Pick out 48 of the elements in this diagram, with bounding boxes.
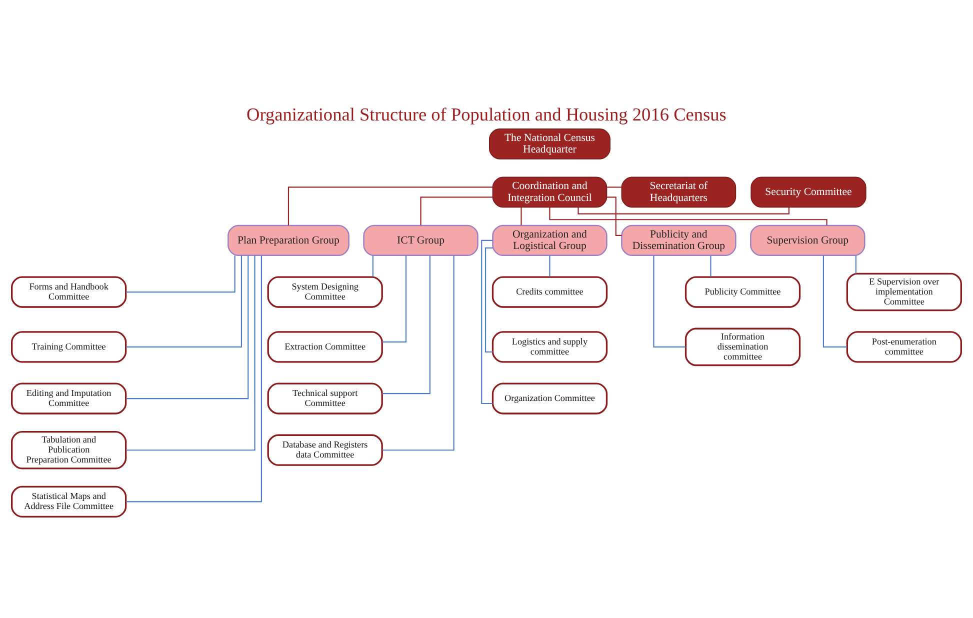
- node-box: Credits committee: [492, 276, 608, 308]
- connector: [484, 246, 493, 352]
- connector: [710, 255, 712, 276]
- connector: [382, 255, 454, 450]
- connector: [288, 186, 493, 225]
- connector: [126, 255, 256, 450]
- node-box: Secretariat of Headquarters: [621, 176, 736, 208]
- node-box: Logistics and supply committee: [492, 330, 608, 362]
- node-box: Plan Preparation Group: [228, 224, 350, 256]
- connector: [607, 186, 622, 188]
- node-box: Statistical Maps and Address File Committee: [11, 485, 127, 517]
- connector: [653, 254, 686, 347]
- node-box: ICT Group: [363, 224, 478, 256]
- node-box: Organization Committee: [492, 382, 608, 414]
- connector: [126, 255, 262, 502]
- connector: [822, 254, 848, 347]
- node-box: Editing and Imputation Committee: [11, 382, 127, 414]
- connector: [126, 255, 236, 292]
- node-box: E Supervision over implementation Committee: [846, 272, 962, 311]
- node-box: System Designing Committee: [267, 276, 383, 308]
- connector: [382, 254, 407, 342]
- node-box: The National Census Headquarter: [489, 128, 610, 159]
- node-box: Publicity and Dissemination Group: [621, 224, 736, 256]
- connector: [382, 255, 430, 394]
- connector: [481, 239, 493, 404]
- connector: [520, 206, 522, 225]
- connector: [606, 196, 622, 236]
- node-box: Forms and Handbook Committee: [11, 276, 127, 308]
- node-box: Organization and Logistical Group: [492, 224, 608, 256]
- connector: [126, 254, 242, 347]
- node-box: Post-enumeration committee: [846, 330, 962, 362]
- connector: [372, 255, 374, 276]
- diagram-title: Organizational Structure of Population and Housing 2016 Census: [246, 104, 726, 124]
- connector: [578, 206, 790, 214]
- node-box: Tabulation and Publication Preparation Committee: [11, 430, 127, 469]
- connector: [420, 196, 492, 225]
- node-box: Training Committee: [11, 330, 127, 362]
- connector: [855, 255, 856, 273]
- node-box: Database and Registers data Committee: [267, 434, 383, 466]
- node-box: Information dissemination committee: [684, 327, 801, 366]
- node-box: Extraction Committee: [267, 330, 383, 362]
- connector: [549, 255, 550, 276]
- node-box: Publicity Committee: [684, 276, 801, 308]
- node-box: Coordination and Integration Council: [492, 176, 608, 208]
- node-box: Technical support Committee: [267, 382, 383, 414]
- node-box: Supervision Group: [750, 224, 866, 256]
- node-box: Security Committee: [750, 176, 866, 208]
- connector: [126, 255, 249, 399]
